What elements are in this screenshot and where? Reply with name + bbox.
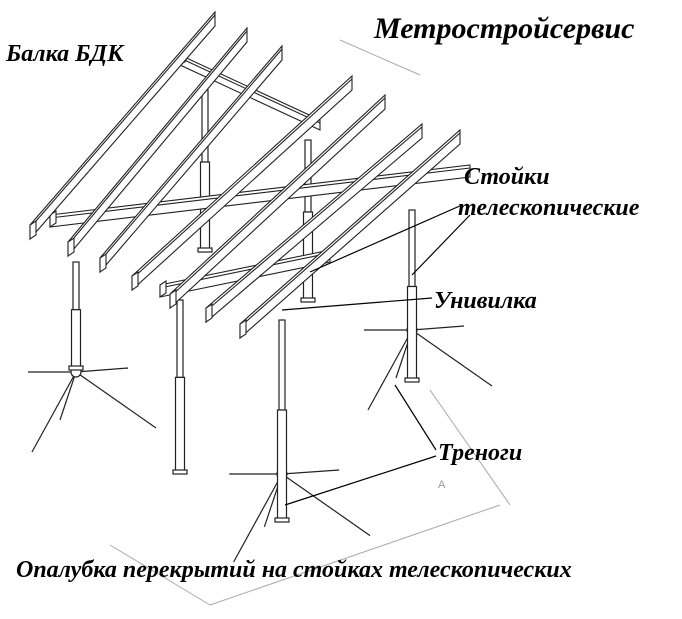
prop-base-plate: [300, 297, 316, 303]
upper-beam-end: [99, 252, 107, 274]
prop-inner-tube: [408, 209, 416, 288]
tripods: [28, 324, 493, 563]
dim-line-top: [339, 39, 421, 76]
prop-outer-tube: [174, 376, 186, 473]
props-label-line1: Стойки: [464, 164, 550, 190]
leader-tripod-2: [284, 455, 437, 506]
prop-base-plate: [172, 469, 188, 475]
tripod-leg: [75, 371, 157, 429]
upper-beam-flange: [99, 48, 283, 262]
upper-beam-end: [131, 270, 139, 292]
brand-title: Метростройсервис: [374, 12, 635, 45]
tripod-label: Треноги: [438, 440, 523, 466]
fork-head-label: Унивилка: [434, 288, 537, 314]
tripod-arm: [281, 469, 340, 475]
upper-beam-flange: [205, 126, 423, 312]
prop-inner-tube: [278, 319, 286, 411]
tripod-leg: [367, 329, 413, 411]
upper-beam: [99, 44, 283, 274]
tripod-leg: [411, 329, 493, 387]
beam-label: Балка БДК: [6, 41, 124, 67]
lower-beam-end: [159, 279, 167, 299]
props-label-line2: телескопические: [458, 195, 640, 221]
dim-line-left: [109, 544, 211, 606]
upper-beam-flange: [169, 97, 386, 298]
drawing-caption: Опалубка перекрытий на стойках телескопи…: [16, 557, 572, 583]
dimension-mark: A: [438, 479, 446, 491]
leader-fork: [281, 297, 433, 311]
upper-beam-end: [205, 302, 213, 324]
tripod-arm: [411, 325, 465, 331]
prop-inner-tube: [176, 299, 184, 379]
leader-lines: [281, 204, 471, 506]
upper-beams: [29, 10, 461, 340]
dim-line-bottom: [209, 504, 501, 606]
upper-beam-end: [29, 219, 37, 241]
leader-props-1: [309, 204, 463, 273]
lower-beam-flange: [49, 167, 471, 219]
prop-outer-tube: [406, 285, 418, 381]
upper-beam-flange: [131, 78, 353, 280]
upper-beam-flange: [29, 14, 216, 229]
upper-beam: [205, 122, 423, 324]
tripod-leg: [281, 473, 371, 537]
prop-outer-tube: [70, 309, 82, 369]
prop-base-plate: [404, 377, 420, 383]
leader-tripod-1: [394, 384, 437, 451]
tripod-arm: [75, 367, 129, 373]
upper-beam-flange: [67, 30, 248, 246]
prop-base-plate: [68, 365, 84, 371]
prop-outer-tube: [276, 409, 288, 521]
telescopic-props: [68, 89, 420, 523]
prop-base-plate: [274, 517, 290, 523]
upper-beam-flange: [239, 132, 461, 328]
prop-inner-tube: [72, 261, 80, 311]
dim-line-right: [429, 389, 511, 506]
upper-beam-end: [239, 318, 247, 340]
tripod-leg: [59, 371, 77, 421]
tripod-leg: [31, 371, 77, 453]
tripod-leg: [233, 473, 283, 563]
upper-beam-end: [169, 288, 177, 310]
upper-beam-end: [67, 236, 75, 258]
leader-props-2: [411, 214, 471, 276]
prop-base-plate: [197, 247, 213, 253]
dimension-lines: [109, 39, 511, 606]
